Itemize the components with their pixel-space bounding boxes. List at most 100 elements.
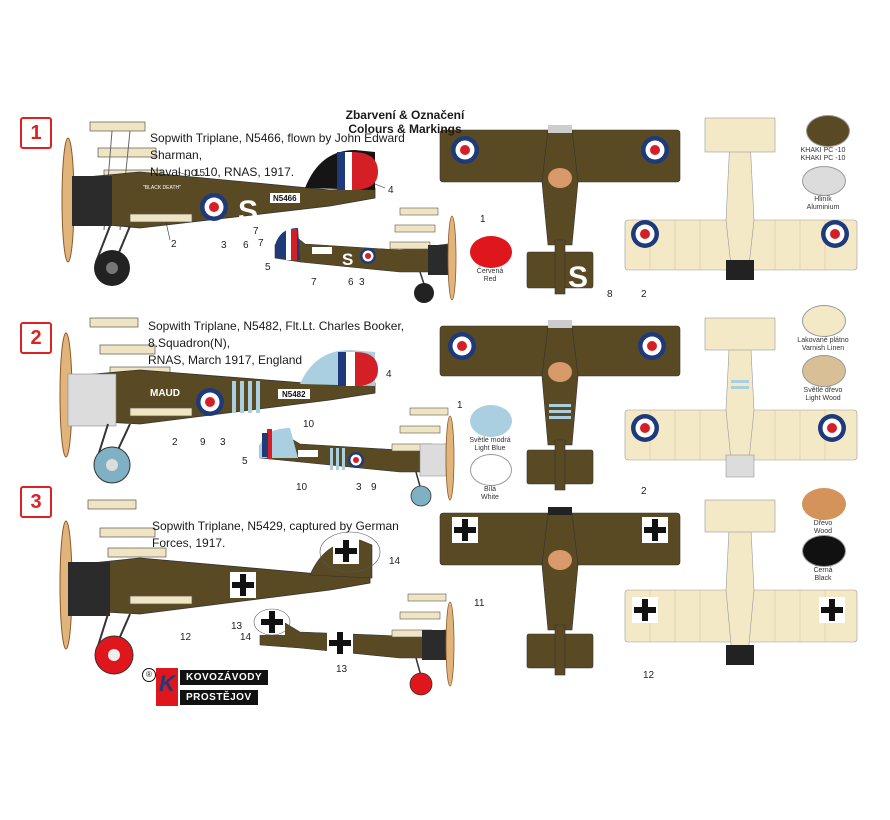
logo-line1: KOVOZÁVODY	[180, 670, 269, 685]
scheme1-caption-line2: Naval no. 10, RNAS, 1917.	[150, 165, 295, 179]
scheme2-caption-line1: Sopwith Triplane, N5482, Flt.Lt. Charles…	[148, 319, 405, 350]
scheme1-caption-line1: Sopwith Triplane, N5466, flown by John E…	[150, 131, 405, 162]
swatch-varnish-linen-chip	[802, 305, 846, 337]
callout: 7	[253, 226, 259, 237]
callout: 4	[386, 369, 392, 380]
scheme2-side-view-small	[259, 407, 455, 507]
swatch-wood-label1: Dřevo	[813, 520, 833, 527]
callout: 3	[359, 277, 365, 288]
swatch-red-chip	[470, 236, 512, 268]
callout: 14	[389, 556, 401, 567]
swatch-khaki-label2: KHAKI PC -10	[800, 155, 846, 162]
swatch-light-blue-label2: Light Blue	[474, 445, 506, 452]
scheme1-caption: Sopwith Triplane, N5466, flown by John E…	[150, 130, 440, 181]
page-title: Zbarvení & Označení Colours & Markings	[340, 108, 470, 136]
scheme2-serial: N5482	[282, 390, 306, 399]
scheme3-bottom-view	[624, 499, 858, 665]
title-cz: Zbarvení & Označení	[345, 108, 465, 122]
scheme3-side-view-small	[253, 593, 455, 696]
scheme3-top-view	[439, 507, 681, 676]
swatch-aluminium-chip	[802, 166, 846, 196]
callout: 3	[221, 240, 227, 251]
callout: 5	[242, 456, 248, 467]
title-en: Colours & Markings	[348, 122, 462, 136]
scheme1-top-view: S	[439, 125, 681, 295]
callout: 10	[296, 482, 308, 493]
callout: 11	[474, 598, 485, 609]
scheme2-caption: Sopwith Triplane, N5482, Flt.Lt. Charles…	[148, 318, 448, 369]
swatch-white-label1: Bílá	[483, 486, 497, 493]
callout: 12	[643, 670, 655, 681]
callout: 2	[641, 289, 647, 300]
callout: 6	[243, 240, 249, 251]
scheme3-side-view-large	[59, 499, 381, 675]
callout: 13	[336, 664, 348, 675]
svg-text:S: S	[342, 250, 353, 269]
swatch-white-chip	[470, 454, 512, 486]
callout: 12	[180, 632, 192, 643]
brand-logo: ® K KOVOZÁVODY PROSTĚJOV	[142, 668, 269, 708]
swatch-black-label1: Černá	[813, 567, 833, 574]
scheme-number-1: 1	[20, 117, 52, 149]
swatch-black-label2: Black	[814, 575, 832, 582]
swatch-varnish-label2: Varnish Linen	[801, 345, 845, 352]
callout: 8	[607, 289, 613, 300]
callout: 14	[240, 632, 252, 643]
callout: 7	[311, 277, 317, 288]
swatch-aluminium: Hliník Aluminium	[802, 166, 853, 212]
scheme2-caption-line2: RNAS, March 1917, England	[148, 353, 303, 367]
swatch-light-blue-label1: Světle modrá	[469, 437, 511, 444]
scheme1-serial: N5466	[273, 194, 297, 203]
swatch-light-wood-label2: Light Wood	[805, 395, 841, 402]
swatch-black-chip	[802, 535, 846, 567]
callout: 1	[457, 400, 463, 411]
callout: 15	[194, 168, 206, 179]
swatch-wood-label2: Wood	[813, 528, 833, 535]
scheme-number-3: 3	[20, 486, 52, 518]
svg-text:S: S	[568, 261, 588, 294]
swatch-varnish-label1: Lakované plátno	[797, 337, 849, 344]
swatch-aluminium-label1: Hliník	[814, 196, 832, 203]
logo-line2: PROSTĚJOV	[180, 690, 258, 705]
swatch-red-label2: Red	[483, 276, 497, 283]
callout: 10	[303, 419, 315, 430]
scheme3-caption: Sopwith Triplane, N5429, captured by Ger…	[152, 518, 442, 552]
swatch-light-wood-chip	[802, 355, 846, 387]
callout: 7	[258, 238, 264, 249]
callout: 6	[348, 277, 354, 288]
scheme3-caption-line1: Sopwith Triplane, N5429, captured by Ger…	[152, 519, 399, 550]
callout: 4	[388, 185, 394, 196]
scheme1-side-view-large: S	[61, 121, 386, 286]
scheme1-bottom-view	[624, 117, 858, 280]
callout: 13	[231, 621, 243, 632]
callout: 2	[171, 239, 177, 250]
logo-k-mark: K	[156, 668, 178, 706]
scheme2-top-view	[439, 320, 681, 491]
callout: 2	[172, 437, 178, 448]
swatch-white: Bílá White	[470, 454, 520, 502]
swatch-wood: Dřevo Wood	[802, 488, 853, 536]
swatch-white-label2: White	[481, 494, 499, 501]
swatch-light-blue-chip	[470, 405, 512, 437]
callout: 5	[265, 262, 271, 273]
scheme2-name: MAUD	[150, 388, 180, 399]
scheme1-side-view-small: S	[274, 207, 457, 303]
callout: 9	[371, 482, 377, 493]
nose-name: "BLACK DEATH"	[143, 185, 181, 191]
swatch-light-wood-label1: Světlé dřevo	[803, 387, 843, 394]
swatch-light-wood: Světlé dřevo Light Wood	[802, 355, 853, 403]
swatch-khaki-chip	[805, 115, 850, 147]
swatch-red: Červená Red	[470, 236, 520, 284]
callout: 1	[480, 214, 486, 225]
scheme2-bottom-view	[624, 317, 858, 478]
registered-mark: ®	[142, 668, 156, 682]
svg-text:S: S	[238, 195, 258, 228]
callout: 2	[641, 486, 647, 497]
swatch-khaki: KHAKI PC -10 KHAKI PC -10	[801, 115, 853, 163]
swatch-varnish-linen: Lakované plátno Varnish Linen	[797, 305, 853, 353]
swatch-wood-chip	[802, 488, 846, 520]
callout: 3	[220, 437, 226, 448]
swatch-light-blue: Světle modrá Light Blue	[469, 405, 520, 453]
swatch-black: Černá Black	[802, 535, 853, 583]
